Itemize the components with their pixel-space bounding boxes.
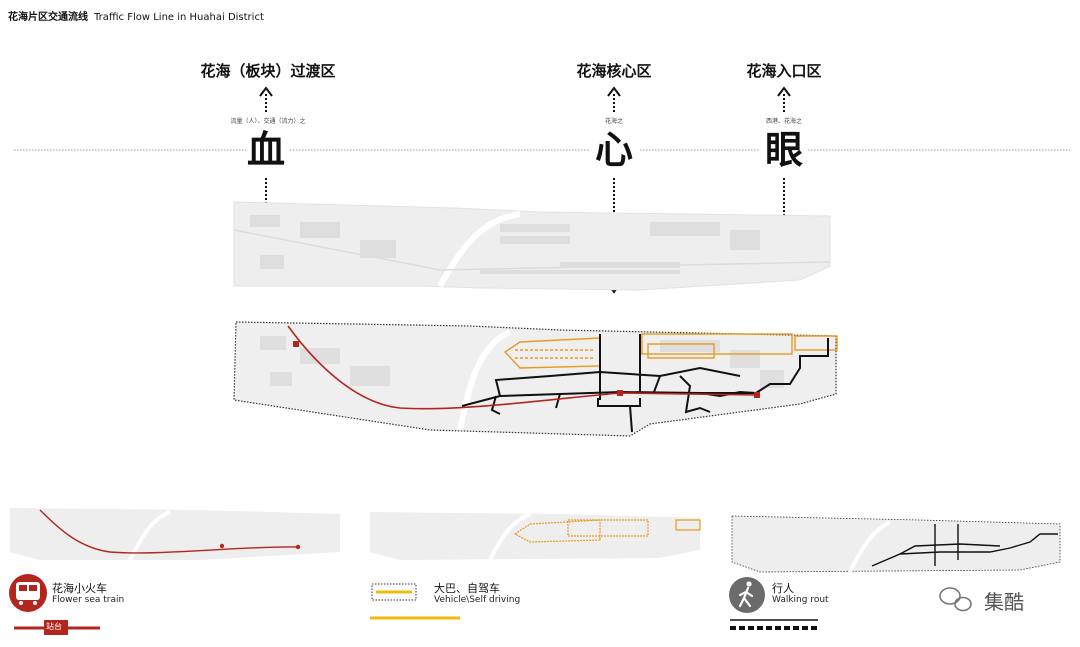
station-marker — [293, 341, 299, 347]
station-badge — [44, 620, 68, 635]
legend-thumbnail-train — [10, 508, 340, 561]
train-route — [287, 325, 760, 410]
station-marker — [754, 392, 760, 398]
watermark-text: 集酷 — [984, 590, 1024, 614]
zone-character-blood: 血 — [246, 128, 286, 172]
zone-title-entrance: 花海入口区 — [746, 62, 822, 80]
legend-walk-label: 行人 — [772, 582, 794, 595]
legend-thumbnail-vehicle — [370, 512, 701, 561]
up-arrow-icon — [259, 86, 791, 112]
zone-title-transition: 花海（板块）过渡区 — [200, 62, 336, 80]
station-badge-label: 站台 — [46, 622, 62, 631]
pedestrian-icon — [729, 577, 765, 613]
legend-walk-sublabel: Walking rout — [772, 595, 829, 605]
zone-subtitle-transition: 流量（人）、交通（流力）之 — [230, 118, 306, 125]
legend-vehicle-label: 大巴、自驾车 — [434, 582, 500, 595]
site-plan-overview — [233, 201, 831, 291]
train-icon — [9, 574, 47, 612]
site-plan-flow — [233, 321, 837, 437]
walking-route — [461, 334, 829, 433]
diagram-title: 花海片区交通流线 Traffic Flow Line in Huahai Dist… — [8, 8, 264, 23]
title-cn: 花海片区交通流线 — [8, 12, 88, 23]
zone-character-eye: 眼 — [764, 128, 804, 172]
bus-car-icon — [371, 583, 417, 601]
zone-title-core: 花海核心区 — [576, 62, 652, 80]
legend-train-label: 花海小火车 — [52, 582, 107, 595]
zone-subtitle-core: 花海之 — [604, 118, 624, 125]
zone-character-heart: 心 — [594, 128, 634, 172]
station-marker — [617, 390, 623, 396]
legend-vehicle-sublabel: Vehicle\Self driving — [434, 595, 521, 605]
legend-thumbnail-walking — [731, 515, 1061, 573]
wechat-icon — [939, 587, 972, 612]
zone-subtitle-entrance: 西港、花海之 — [765, 118, 803, 125]
title-en: Traffic Flow Line in Huahai District — [94, 12, 264, 23]
legend-train-sublabel: Flower sea train — [52, 595, 125, 605]
